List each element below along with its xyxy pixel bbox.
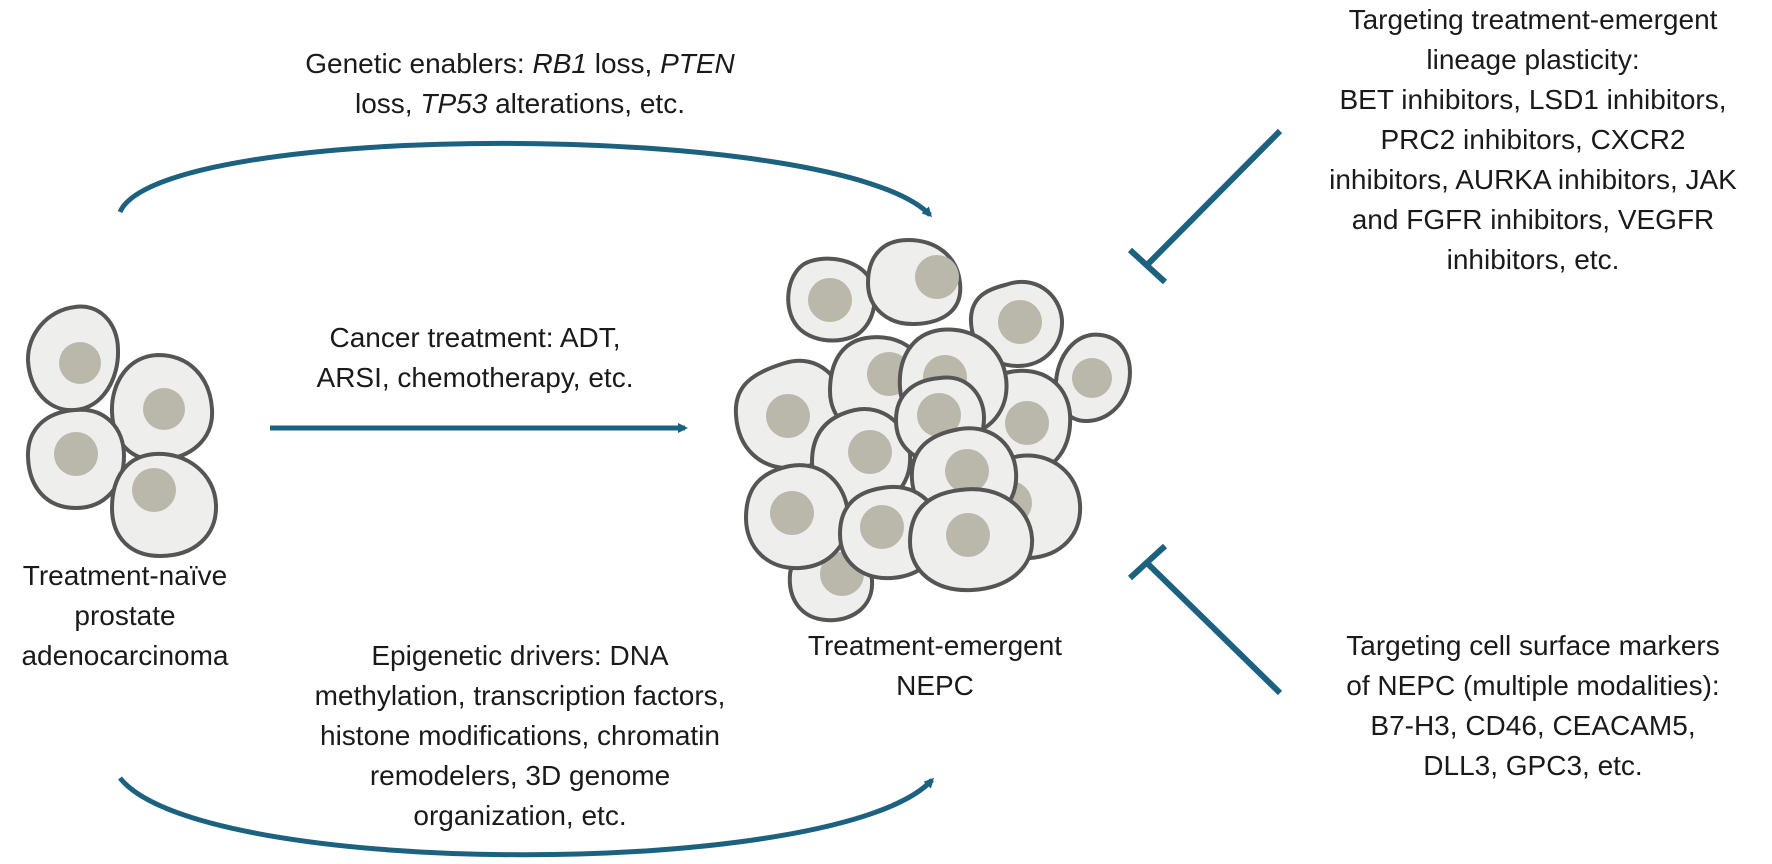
- epigenetic-line: remodelers, 3D genome: [369, 760, 671, 791]
- naive-cell: [109, 352, 215, 463]
- surface-line: of NEPC (multiple modalities):: [1346, 670, 1720, 701]
- plasticity-line: lineage plasticity:: [1426, 44, 1640, 75]
- nepc-cell: [968, 279, 1065, 369]
- genetic-enablers-arrow: [117, 140, 933, 218]
- plasticity-line: PRC2 inhibitors, CXCR2: [1380, 124, 1686, 155]
- tp53-gene: TP53: [420, 88, 488, 119]
- naive-cell: [25, 304, 121, 413]
- genetic-enablers-label: Genetic enablers: RB1 loss, PTEN loss, T…: [270, 44, 770, 124]
- nepc-label: Treatment-emergent NEPC: [790, 626, 1080, 706]
- nepc-label-line: Treatment-emergent: [807, 630, 1063, 661]
- surface-markers-inhibition: [1127, 543, 1283, 696]
- rb1-gene: RB1: [532, 48, 587, 79]
- surface-line: B7-H3, CD46, CEACAM5,: [1370, 710, 1696, 741]
- naive-label-line: Treatment-naïve: [22, 560, 228, 591]
- treatment-line: ARSI, chemotherapy, etc.: [316, 362, 634, 393]
- epigenetic-line: organization, etc.: [413, 800, 627, 831]
- plasticity-therapies-label: Targeting treatment-emergent lineage pla…: [1296, 0, 1770, 280]
- naive-label-line: adenocarcinoma: [21, 640, 229, 671]
- epigenetic-drivers-arrow: [118, 776, 935, 858]
- nepc-cell: [1053, 332, 1132, 424]
- plasticity-line: and FGFR inhibitors, VEGFR: [1351, 204, 1715, 235]
- surface-line: Targeting cell surface markers: [1346, 630, 1720, 661]
- pten-gene: PTEN: [660, 48, 735, 79]
- plasticity-line: BET inhibitors, LSD1 inhibitors,: [1339, 84, 1727, 115]
- naive-label-line: prostate: [74, 600, 176, 631]
- genetic-text: loss,: [355, 88, 421, 119]
- lineage-plasticity-inhibition: [1127, 128, 1283, 285]
- genetic-text: loss,: [586, 48, 661, 79]
- cancer-treatment-label: Cancer treatment: ADT, ARSI, chemotherap…: [275, 318, 675, 398]
- genetic-text: alterations, etc.: [487, 88, 685, 119]
- nepc-cell: [743, 463, 851, 571]
- plasticity-line: inhibitors, AURKA inhibitors, JAK: [1329, 164, 1737, 195]
- naive-cell-cluster: [25, 304, 219, 559]
- naive-label: Treatment-naïve prostate adenocarcinoma: [0, 556, 250, 676]
- naive-cell: [109, 451, 219, 559]
- surface-line: DLL3, GPC3, etc.: [1423, 750, 1643, 781]
- nepc-cell: [865, 237, 963, 327]
- nepc-cell: [907, 487, 1035, 593]
- epigenetic-line: Epigenetic drivers: DNA: [371, 640, 669, 671]
- plasticity-line: Targeting treatment-emergent: [1348, 4, 1718, 35]
- nepc-label-line: NEPC: [896, 670, 974, 701]
- naive-cell: [25, 407, 127, 511]
- nepc-cell-cluster: [733, 237, 1132, 623]
- epigenetic-line: methylation, transcription factors,: [314, 680, 726, 711]
- nepc-cell: [786, 256, 877, 343]
- epigenetic-line: histone modifications, chromatin: [320, 720, 720, 751]
- epigenetic-drivers-label: Epigenetic drivers: DNA methylation, tra…: [270, 636, 770, 836]
- genetic-prefix: Genetic enablers:: [305, 48, 533, 79]
- plasticity-line: inhibitors, etc.: [1446, 244, 1620, 275]
- surface-markers-label: Targeting cell surface markers of NEPC (…: [1296, 626, 1770, 786]
- treatment-line: Cancer treatment: ADT,: [329, 322, 621, 353]
